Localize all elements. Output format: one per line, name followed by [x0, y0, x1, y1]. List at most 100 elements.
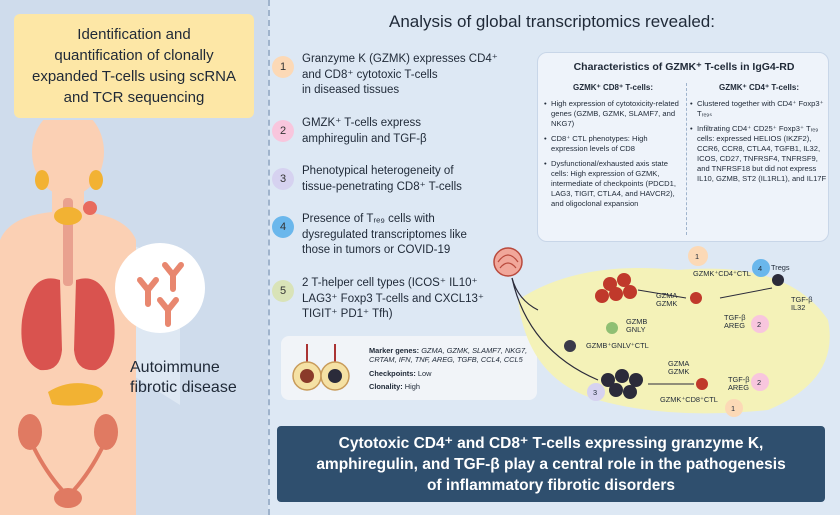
salivary-gland	[89, 170, 103, 190]
cd8-bullet: CD8⁺ CTL phenotypes: High expression lev…	[544, 134, 682, 154]
left-panel: Identification and quantification of clo…	[0, 0, 268, 515]
target-cell	[696, 378, 708, 390]
badge-1-label: 1	[731, 404, 735, 413]
flow-arrow	[719, 287, 773, 299]
badge-2-label: 2	[757, 320, 761, 329]
gzma-label: GZMA	[656, 291, 677, 300]
cd8-bullet: Dysfunctional/exhausted axis state cells…	[544, 159, 682, 209]
finding-text-line: dysregulated transcriptomes like	[302, 228, 467, 241]
gzmk-label: GZMK	[668, 367, 689, 376]
ureter	[32, 447, 64, 492]
cd8-heading: GZMK⁺ CD8⁺ T-cells:	[572, 83, 653, 92]
badge-4-label: 4	[758, 264, 762, 273]
finding-text-line: TIGIT⁺ PD1⁺ Tfh)	[302, 308, 393, 320]
thyroid	[54, 207, 82, 225]
badge-1: 1	[688, 246, 708, 266]
cell-diagram: GZMK⁺CD4⁺CTL GZMA GZMK Tregs TGF-β IL32 …	[493, 246, 830, 417]
method-title-line: expanded T-cells using scRNA	[32, 68, 236, 85]
treg-cell	[772, 274, 784, 286]
marker-box: Marker genes: GZMA, GZMK, SLAMF7, NKG7, …	[281, 336, 537, 400]
pancreas	[48, 383, 103, 406]
gzmb-gnlv-cell	[606, 322, 618, 334]
precursor-cell	[564, 340, 576, 352]
gzma-label: GZMA	[668, 359, 689, 368]
cd4-bullet: Clustered together with CD4⁺ Foxp3⁺ Tᵣₑ₉…	[690, 99, 828, 119]
method-title-line: Identification and	[77, 26, 191, 43]
tissue-region	[518, 268, 830, 414]
salivary-gland	[35, 170, 49, 190]
finding-text: Granzyme K (GZMK) expresses CD4⁺ and CD8…	[302, 52, 522, 99]
finding-text-line: GMZK⁺ T-cells express	[302, 117, 421, 129]
antibody-icon	[137, 262, 184, 327]
finding-number-badge: 4	[272, 216, 294, 238]
clonality-label: Clonality:	[369, 382, 403, 391]
finding-number-badge: 1	[272, 56, 294, 78]
clonality-line: Clonality: High	[369, 382, 531, 391]
conclusion-banner: Cytotoxic CD4⁺ and CD8⁺ T-cells expressi…	[277, 426, 825, 502]
analysis-title: Analysis of global transcriptomics revea…	[389, 12, 715, 31]
badge-2-label: 2	[757, 378, 761, 387]
finding-text-line: Phenotypical heterogeneity of	[302, 165, 454, 177]
finding-text-line: those in tumors or COVID-19	[302, 244, 451, 256]
badge-2: 2	[751, 373, 769, 391]
flow-arrow	[511, 277, 599, 381]
finding-text: 2 T-helper cell types (ICOS⁺ IL10⁺ LAG3⁺…	[302, 276, 522, 323]
cd8-ctl-cluster	[601, 369, 643, 399]
gzmk-label: GZMK	[656, 299, 677, 308]
cd4-bullet: Infiltrating CD4⁺ CD25⁺ Foxp3⁺ Tᵣₑ₉ cell…	[690, 124, 828, 184]
finding-number-badge: 3	[272, 168, 294, 190]
disease-label-line: fibrotic disease	[130, 379, 237, 396]
inflamed-lymph-node	[83, 201, 97, 215]
clonality-value: High	[404, 382, 420, 391]
marker-genes-value: GZMA, GZMK, SLAMF7, NKG7, CRTAM, IFN, TN…	[369, 346, 528, 364]
characteristics-cd8-column: GZMK⁺ CD8⁺ T-cells: High expression of c…	[544, 83, 682, 214]
left-lung	[21, 278, 63, 371]
checkpoints-label: Checkpoints:	[369, 369, 416, 378]
finding-text-line: LAG3⁺ Foxp3 T-cells and CXCL13⁺	[302, 292, 484, 305]
finding-text: Phenotypical heterogeneity of tissue-pen…	[302, 164, 522, 195]
human-body-illustration	[0, 120, 205, 515]
tregs-label: Tregs	[771, 263, 790, 272]
method-title-line: and TCR sequencing	[63, 89, 205, 106]
gzmb-gnlv-ctl-label: GZMB⁺GNLV⁺CTL	[586, 341, 649, 350]
disease-label-line: Autoimmune	[130, 359, 220, 376]
badge-1-label: 1	[695, 252, 699, 261]
characteristics-cd4-column: GZMK⁺ CD4⁺ T-cells: Clustered together w…	[690, 83, 828, 189]
characteristics-box: Characteristics of GZMK⁺ T-cells in IgG4…	[537, 52, 829, 242]
checkpoints-line: Checkpoints: Low	[369, 369, 531, 378]
badge-2: 2	[751, 315, 769, 333]
tgfb-label: TGF-β	[728, 375, 750, 384]
gzmb-label: GZMB	[626, 317, 647, 326]
badge-3-label: 3	[593, 388, 597, 397]
method-title-line: quantification of clonally	[54, 47, 214, 64]
bladder	[54, 488, 82, 508]
marker-genes-label: Marker genes:	[369, 346, 420, 355]
badge-3: 3	[587, 383, 605, 401]
right-lung	[74, 278, 115, 371]
disease-label: Autoimmune fibrotic disease	[130, 358, 260, 398]
cd4-ctl-cluster	[595, 273, 637, 303]
cd4-heading: GZMK⁺ CD4⁺ T-cells:	[718, 83, 799, 92]
marker-cells-icon	[292, 344, 350, 391]
kidney	[94, 414, 118, 450]
finding-text-line: tissue-penetrating CD8⁺ T-cells	[302, 180, 462, 193]
finding-text-line: Presence of Tᵣₑ₉ cells with	[302, 213, 435, 225]
gzmk-cd4-ctl-label: GZMK⁺CD4⁺CTL	[693, 269, 751, 278]
flow-arrow	[637, 289, 687, 299]
conclusion-line: Cytotoxic CD4⁺ and CD8⁺ T-cells expressi…	[338, 434, 764, 452]
conclusion-line: of inflammatory fibrotic disorders	[426, 476, 676, 494]
finding-text-line: amphiregulin and TGF-β	[302, 132, 427, 145]
badge-1: 1	[725, 399, 743, 417]
finding-number-badge: 5	[272, 280, 294, 302]
antibody-circle	[115, 243, 205, 333]
characteristics-title: Characteristics of GZMK⁺ T-cells in IgG4…	[573, 61, 795, 73]
finding-text: GMZK⁺ T-cells express amphiregulin and T…	[302, 116, 522, 147]
head	[32, 120, 104, 196]
characteristics-divider	[686, 83, 687, 235]
tgfb-label: TGF-β	[791, 295, 813, 304]
finding-number-badge: 2	[272, 120, 294, 142]
tgfb-label: TGF-β	[724, 313, 746, 322]
checkpoints-value: Low	[417, 369, 432, 378]
finding-text: Presence of Tᵣₑ₉ cells with dysregulated…	[302, 212, 522, 259]
panel-divider	[268, 0, 270, 515]
